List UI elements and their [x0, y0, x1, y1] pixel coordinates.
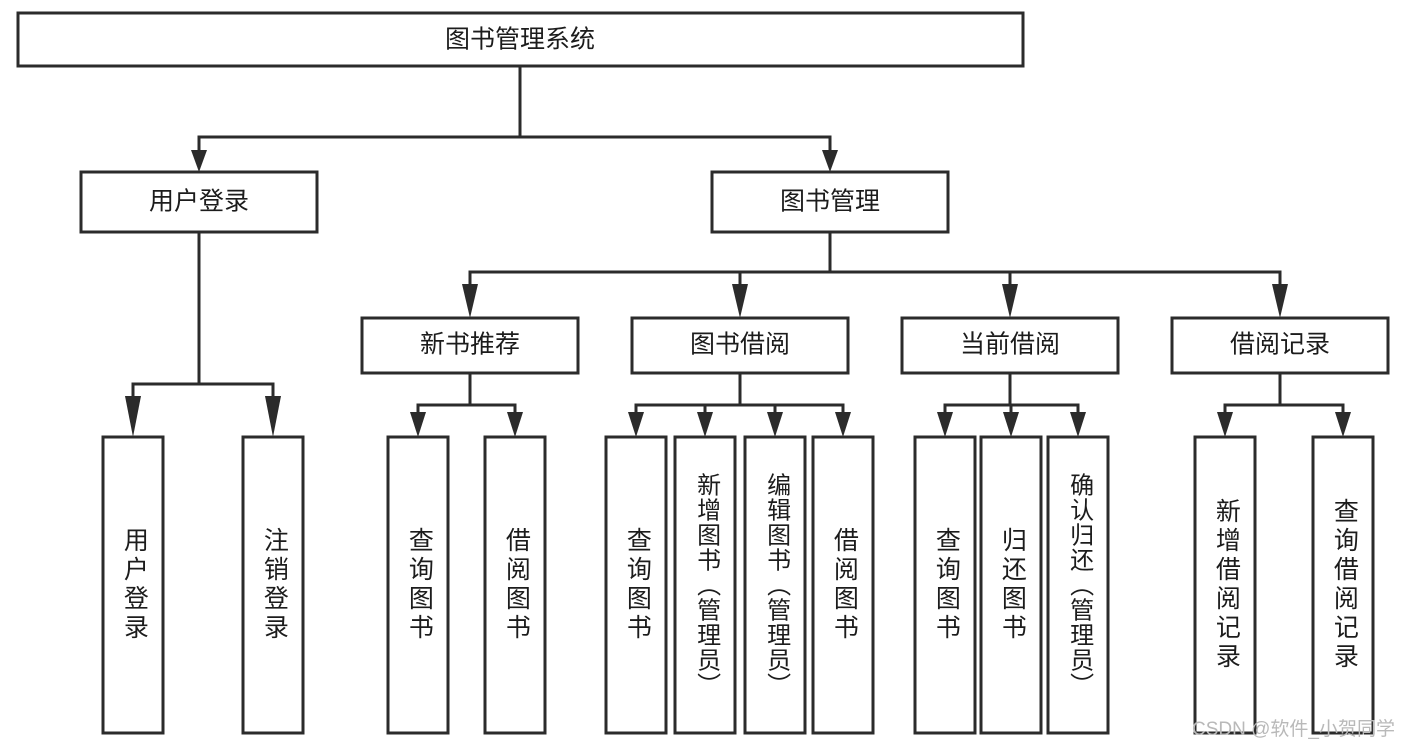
node-book-borrow-label: 图书借阅	[690, 331, 790, 359]
leaf-current-borrow-1[interactable]: 归还图书	[979, 435, 1043, 735]
node-book-management-label: 图书管理	[780, 188, 880, 216]
node-root-box[interactable]	[16, 11, 1025, 68]
leaf-book-borrow-3-label: 借阅图书	[830, 527, 859, 643]
node-borrow-record-label: 借阅记录	[1230, 331, 1330, 359]
node-book-borrow-box[interactable]	[630, 316, 850, 375]
leaf-book-borrow-0-box[interactable]	[604, 435, 668, 735]
node-current-borrow-box[interactable]	[900, 316, 1120, 375]
node-book-management[interactable]: 图书管理	[710, 170, 950, 234]
node-borrow-record[interactable]: 借阅记录	[1170, 316, 1390, 375]
node-user-login-box[interactable]	[79, 170, 319, 234]
connector-root-to-level2	[191, 64, 838, 172]
connector-currentborrow-to-leaves	[937, 371, 1086, 437]
connector-newbook-to-leaves	[410, 371, 523, 437]
leaf-user-login-0-label: 用户登录	[120, 527, 149, 643]
node-new-book-recommend[interactable]: 新书推荐	[360, 316, 580, 375]
leaf-borrow-record-1[interactable]: 查询借阅记录	[1311, 435, 1375, 735]
node-root-label: 图书管理系统	[445, 26, 595, 54]
leaf-book-borrow-2-box[interactable]	[743, 435, 807, 735]
node-current-borrow-label: 当前借阅	[960, 331, 1060, 359]
leaf-book-borrow-0-label: 查询图书	[623, 527, 652, 643]
connector-bookborrow-to-leaves	[628, 371, 851, 437]
node-book-borrow[interactable]: 图书借阅	[630, 316, 850, 375]
leaf-current-borrow-2-box[interactable]	[1046, 435, 1110, 735]
leaf-borrow-record-0[interactable]: 新增借阅记录	[1193, 435, 1257, 735]
leaf-book-borrow-3-box[interactable]	[811, 435, 875, 735]
leaf-new-book-1-label: 借阅图书	[502, 527, 531, 643]
connector-bookmgmt-to-level3	[462, 230, 1288, 318]
node-new-book-recommend-label: 新书推荐	[420, 331, 520, 359]
leaf-current-borrow-0-label: 查询图书	[932, 527, 961, 643]
leaf-new-book-0-box[interactable]	[386, 435, 450, 735]
leaf-book-borrow-2[interactable]: 编辑图书（管理员）	[743, 435, 807, 735]
leaf-book-borrow-1[interactable]: 新增图书（管理员）	[673, 435, 737, 735]
node-user-login-label: 用户登录	[149, 188, 249, 216]
leaf-current-borrow-1-box[interactable]	[979, 435, 1043, 735]
node-book-management-box[interactable]	[710, 170, 950, 234]
leaf-user-login-1-box[interactable]	[241, 435, 305, 735]
connector-userlogin-to-leaves	[125, 230, 281, 437]
node-current-borrow[interactable]: 当前借阅	[900, 316, 1120, 375]
leaf-user-login-0-box[interactable]	[101, 435, 165, 735]
leaf-current-borrow-1-label: 归还图书	[998, 527, 1027, 643]
leaf-current-borrow-0-box[interactable]	[913, 435, 977, 735]
leaf-current-borrow-2-label: 确认归还（管理员）	[1066, 473, 1094, 698]
leaf-new-book-1[interactable]: 借阅图书	[483, 435, 547, 735]
leaf-user-login-1-label: 注销登录	[260, 527, 289, 643]
leaf-borrow-record-0-box[interactable]	[1193, 435, 1257, 735]
node-root[interactable]: 图书管理系统	[16, 11, 1025, 68]
leaf-book-borrow-0[interactable]: 查询图书	[604, 435, 668, 735]
leaf-new-book-1-box[interactable]	[483, 435, 547, 735]
leaf-current-borrow-2[interactable]: 确认归还（管理员）	[1046, 435, 1110, 735]
leaf-new-book-0[interactable]: 查询图书	[386, 435, 450, 735]
leaf-book-borrow-1-box[interactable]	[673, 435, 737, 735]
node-new-book-recommend-box[interactable]	[360, 316, 580, 375]
node-borrow-record-box[interactable]	[1170, 316, 1390, 375]
leaf-borrow-record-1-box[interactable]	[1311, 435, 1375, 735]
leaf-user-login-0[interactable]: 用户登录	[101, 435, 165, 735]
leaf-borrow-record-0-label: 新增借阅记录	[1212, 498, 1241, 672]
leaf-borrow-record-1-label: 查询借阅记录	[1330, 498, 1359, 672]
leaf-book-borrow-2-label: 编辑图书（管理员）	[763, 473, 791, 698]
leaf-new-book-0-label: 查询图书	[405, 527, 434, 643]
connector-borrowrecord-to-leaves	[1217, 371, 1351, 437]
leaf-book-borrow-1-label: 新增图书（管理员）	[693, 473, 721, 698]
leaf-user-login-1[interactable]: 注销登录	[241, 435, 305, 735]
leaf-current-borrow-0[interactable]: 查询图书	[913, 435, 977, 735]
node-user-login[interactable]: 用户登录	[79, 170, 319, 234]
leaf-book-borrow-3[interactable]: 借阅图书	[811, 435, 875, 735]
